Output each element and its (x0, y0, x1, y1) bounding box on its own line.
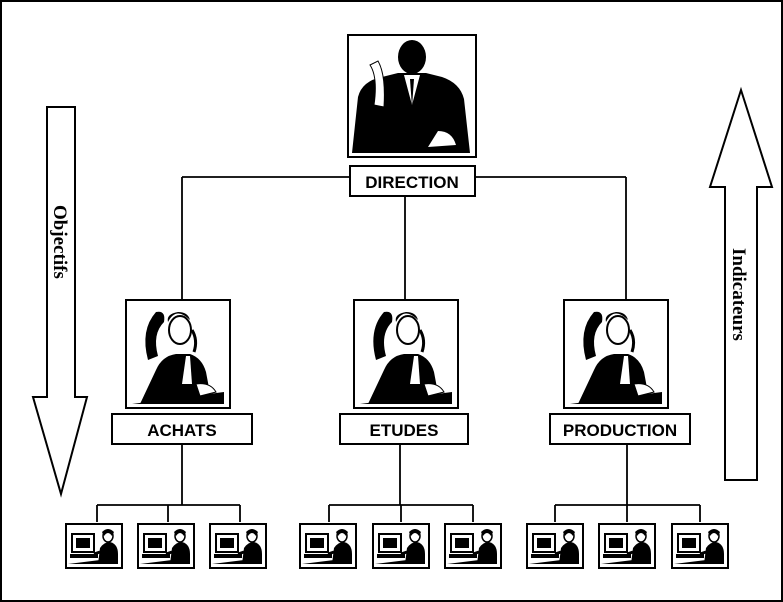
objectifs-label: Objectifs (49, 205, 70, 279)
employee-at-computer-icon (525, 522, 585, 570)
department-node-achats: ACHATS (111, 298, 253, 445)
direction-label-box (349, 165, 476, 197)
staff-row-etudes (298, 522, 503, 570)
employee-at-computer-icon (298, 522, 358, 570)
employee-at-computer-icon (597, 522, 657, 570)
employee-at-computer-icon (64, 522, 124, 570)
direction-node: DIRECTION (347, 34, 477, 197)
employee-at-computer-icon (670, 522, 730, 570)
executive-figure-icon (347, 34, 477, 158)
indicateurs-label: Indicateurs (728, 248, 749, 341)
production-label: PRODUCTION (563, 421, 677, 440)
employee-at-computer-icon (443, 522, 503, 570)
production-label-box (549, 413, 691, 445)
indicateurs-arrow: Indicateurs (708, 86, 774, 481)
department-node-production: PRODUCTION (549, 298, 691, 445)
achats-label: ACHATS (147, 421, 217, 440)
connector-lines (96, 176, 701, 522)
achats-label-box (111, 413, 253, 445)
etudes-label: ETUDES (370, 421, 439, 440)
down-arrow-icon (31, 106, 89, 498)
employee-at-computer-icon (208, 522, 268, 570)
staff-row-achats (64, 522, 268, 570)
manager-on-phone-icon (124, 298, 232, 410)
employee-at-computer-icon (136, 522, 196, 570)
department-node-etudes: ETUDES (339, 298, 469, 445)
direction-label: DIRECTION (365, 173, 459, 192)
staff-row-production (525, 522, 730, 570)
manager-on-phone-icon (352, 298, 460, 410)
etudes-label-box (339, 413, 469, 445)
manager-on-phone-icon (562, 298, 670, 410)
up-arrow-icon (708, 86, 774, 481)
employee-at-computer-icon (371, 522, 431, 570)
objectifs-arrow: Objectifs (31, 106, 89, 498)
